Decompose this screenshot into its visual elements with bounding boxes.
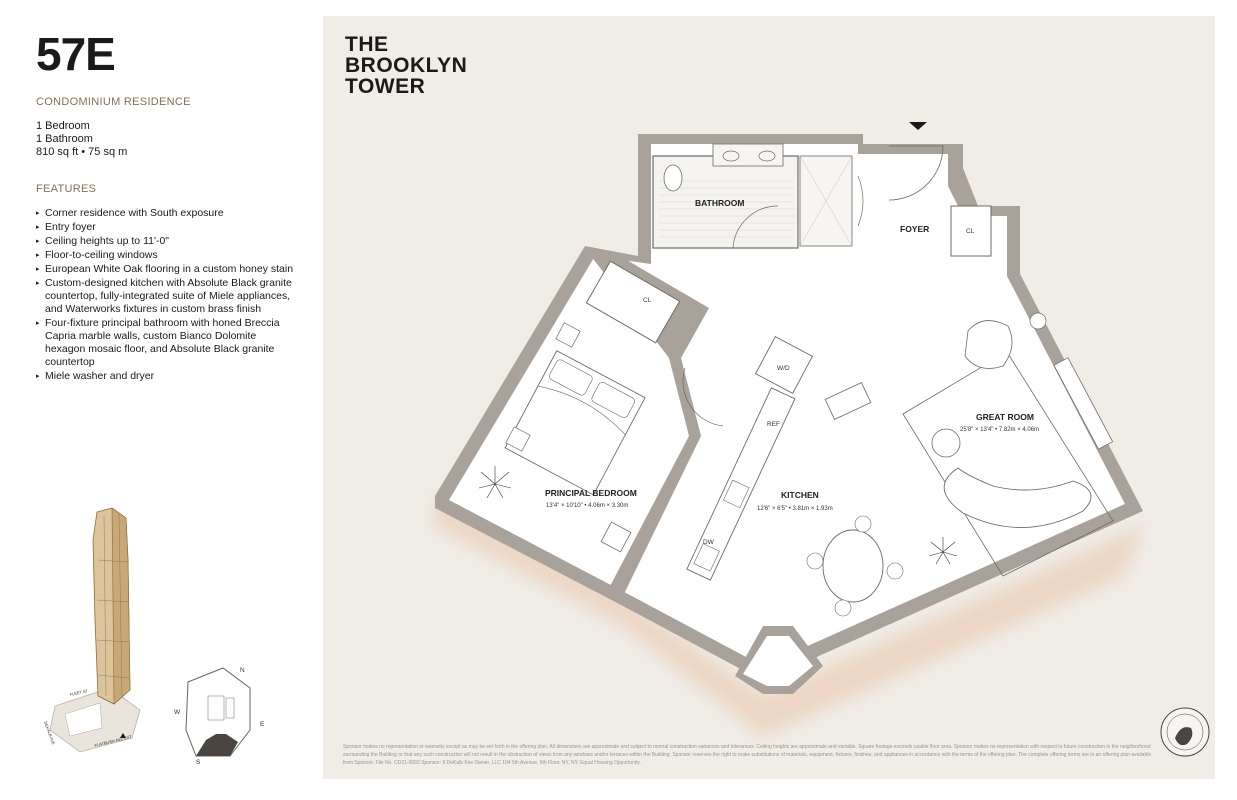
brand-logo: THE BROOKLYN TOWER xyxy=(345,34,467,97)
feature-item: Ceiling heights up to 11'-0" xyxy=(36,235,296,248)
bed xyxy=(504,350,646,496)
room-dims-bedroom: 13'4" × 10'10" • 4.06m × 3.30m xyxy=(546,503,628,509)
room-label-great-room: GREAT ROOM xyxy=(976,412,1034,422)
feature-item: European White Oak flooring in a custom … xyxy=(36,263,296,276)
toilet xyxy=(663,164,683,192)
compass-west: W xyxy=(174,709,181,716)
bedroom-wall xyxy=(591,252,709,596)
feature-item: Corner residence with South exposure xyxy=(36,207,296,220)
logo-line: TOWER xyxy=(345,75,426,98)
room-label-bathroom: BATHROOM xyxy=(695,198,744,208)
floor-plan-panel: THE BROOKLYN TOWER BATHROOM xyxy=(323,16,1215,779)
brand-seal xyxy=(1160,707,1210,757)
bathroom-door-swing xyxy=(732,205,779,249)
foyer-closet xyxy=(950,205,992,257)
hex-tile-pattern xyxy=(659,180,794,238)
dw-label: DW xyxy=(703,539,715,546)
closet-label-foyer: CL xyxy=(966,228,975,235)
floor-plan: BATHROOM CL FOYER CL PRINCIPAL BEDROOM 1… xyxy=(435,122,1210,757)
logo-line: THE xyxy=(345,33,389,56)
area-rug xyxy=(902,351,1114,577)
entry-marker xyxy=(909,122,927,130)
feature-item: Entry foyer xyxy=(36,221,296,234)
feature-item: Floor-to-ceiling windows xyxy=(36,249,296,262)
bedroom-door-swing xyxy=(682,367,724,427)
tower-illustration: FLEET ST DEKALB AVE FLATBUSH AVE EXT xyxy=(43,507,141,753)
street-label-fleet: FLEET ST xyxy=(69,688,89,697)
dining-chair xyxy=(886,562,904,580)
media-console xyxy=(1053,357,1114,450)
sink-right xyxy=(758,150,776,162)
legal-disclaimer: Sponsor makes no representation or warra… xyxy=(343,744,1152,766)
side-table xyxy=(1029,312,1047,330)
bedroom-closet xyxy=(585,260,681,344)
room-dims-great-room: 25'8" × 13'4" • 7.82m × 4.06m xyxy=(960,427,1039,433)
nightstand xyxy=(505,426,531,452)
compass-east: E xyxy=(260,721,265,728)
room-label-foyer: FOYER xyxy=(900,224,929,234)
key-plan: N E S W xyxy=(174,667,265,765)
dining-chair xyxy=(806,552,824,570)
info-column: 57E CONDOMINIUM RESIDENCE 1 Bedroom 1 Ba… xyxy=(36,30,296,384)
plant-kitchen xyxy=(928,537,958,565)
lounge-chair xyxy=(964,320,1013,369)
compass-north: N xyxy=(240,667,245,674)
ref-label: REF xyxy=(767,421,780,428)
compass-south: S xyxy=(196,759,201,765)
sofa xyxy=(943,467,1092,528)
sink-left xyxy=(722,150,740,162)
feature-item: Miele washer and dryer xyxy=(36,370,296,383)
coffee-table xyxy=(931,428,961,458)
unit-stats: 1 Bedroom 1 Bathroom 810 sq ft • 75 sq m xyxy=(36,120,296,159)
entry-door-swing xyxy=(888,145,944,201)
wd-label: W/D xyxy=(777,365,790,372)
dining-table xyxy=(822,529,884,603)
feature-item: Custom-designed kitchen with Absolute Bl… xyxy=(36,277,296,316)
vanity xyxy=(712,143,784,167)
dining-chair xyxy=(834,599,852,617)
unit-number: 57E xyxy=(36,28,116,80)
armchair-bedroom xyxy=(600,521,632,553)
closet-label-bedroom: CL xyxy=(643,297,652,304)
room-dims-kitchen: 12'6" × 6'5" • 3.81m × 1.93m xyxy=(757,506,833,512)
dining-chair xyxy=(854,515,872,533)
room-label-bedroom: PRINCIPAL BEDROOM xyxy=(545,488,637,498)
room-label-kitchen: KITCHEN xyxy=(781,490,819,500)
kitchen-counter xyxy=(686,387,796,581)
feature-item: Four-fixture principal bathroom with hon… xyxy=(36,317,296,369)
kitchen-island xyxy=(824,382,872,420)
nightstand xyxy=(555,322,581,348)
features-list: Corner residence with South exposure Ent… xyxy=(36,207,296,383)
plant-bedroom xyxy=(478,466,512,499)
logo-line: BROOKLYN xyxy=(345,54,468,77)
residence-type: CONDOMINIUM RESIDENCE xyxy=(36,96,191,108)
bathrooms-count: 1 Bathroom xyxy=(36,133,93,145)
washer-dryer xyxy=(754,335,814,395)
bedrooms-count: 1 Bedroom xyxy=(36,120,90,132)
features-heading: FEATURES xyxy=(36,183,97,195)
unit-area: 810 sq ft • 75 sq m xyxy=(36,146,128,158)
